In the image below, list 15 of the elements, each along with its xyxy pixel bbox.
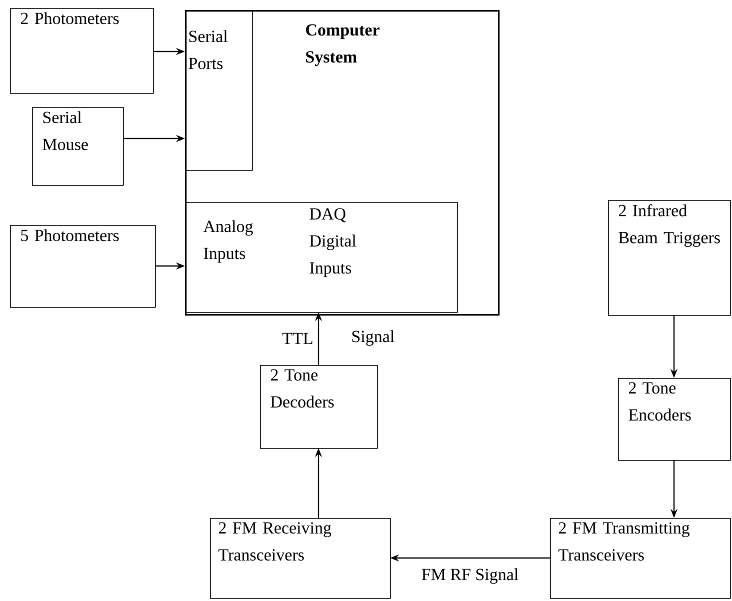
box-label: 2 FM Transmitting Transceivers: [558, 522, 690, 561]
box-label: 2 Tone Encoders: [628, 382, 691, 421]
signal-label: Signal: [352, 330, 394, 346]
box-label: 2 FM Receiving Transceivers: [218, 522, 332, 561]
edge-label: TTL: [281, 332, 314, 346]
box-label: Serial Mouse: [42, 111, 88, 150]
box-label: 2 Photometers: [20, 12, 119, 24]
box-label: 2 Tone Decoders: [270, 369, 334, 408]
box-label: 5 Photometers: [21, 229, 119, 242]
box-label: 2 Infrared Beam Triggers: [618, 204, 720, 247]
box-label: Serial Ports: [188, 30, 228, 70]
box-label: DAQ Digital Inputs: [310, 208, 356, 278]
box-label: Analog Inputs: [203, 220, 253, 263]
edge-label: FM RF Signal: [420, 567, 520, 585]
box-title: Computer System: [306, 24, 380, 66]
